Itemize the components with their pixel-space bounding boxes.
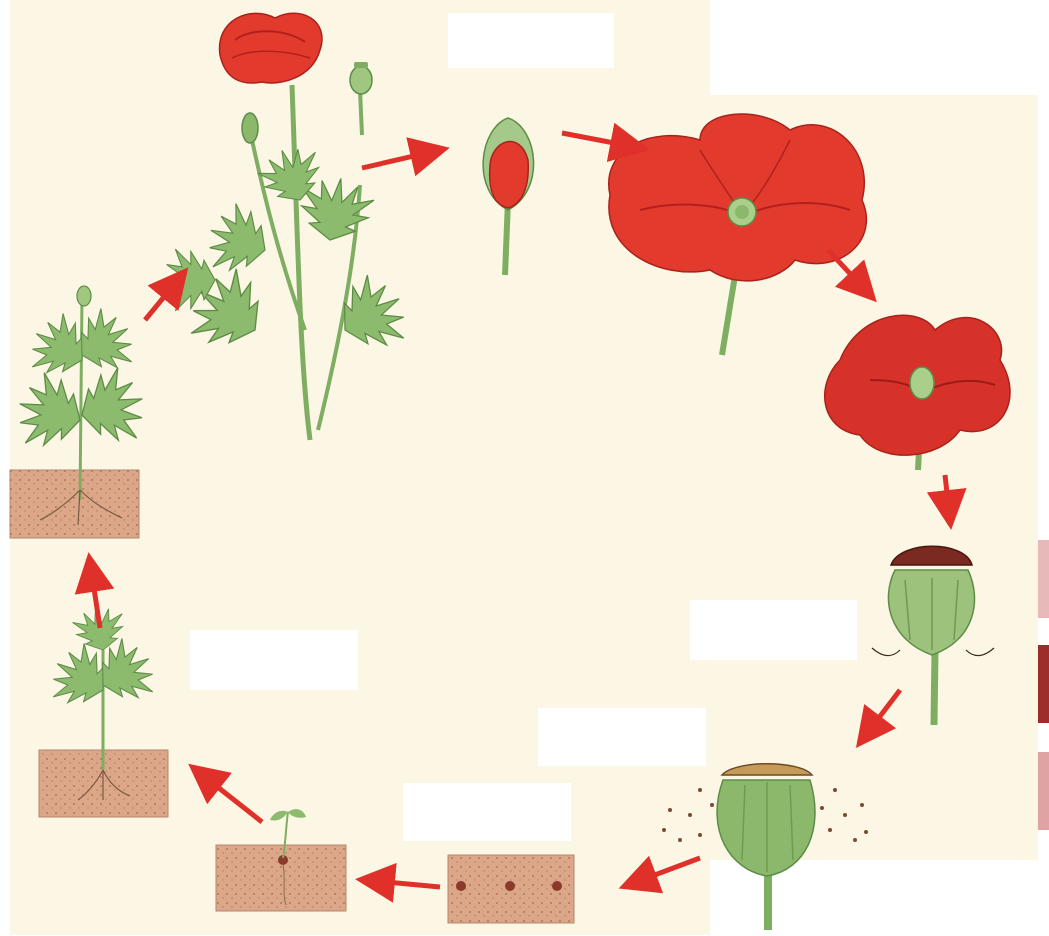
stage-seeds-in-soil: [448, 855, 574, 923]
label-box-bottom[interactable]: [403, 783, 571, 841]
label-box-middle[interactable]: [538, 708, 706, 766]
label-box-left[interactable]: [190, 630, 358, 690]
edge-strip-rose: [1038, 752, 1049, 830]
label-box-right[interactable]: [690, 600, 857, 660]
edge-strip-pink: [1038, 540, 1049, 618]
label-box-top[interactable]: [448, 13, 614, 68]
edge-strip-dark: [1038, 645, 1049, 723]
